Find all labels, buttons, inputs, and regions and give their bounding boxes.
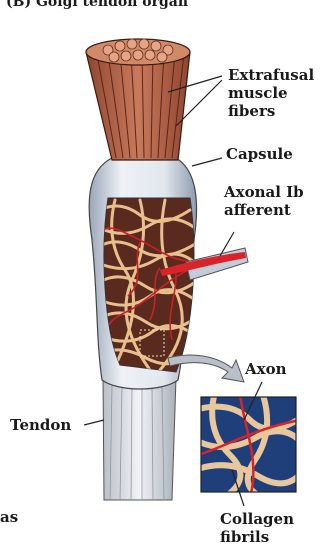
- label-axonal-line2: afferent: [224, 201, 291, 219]
- label-axon: Axon: [245, 360, 287, 378]
- label-tendon: Tendon: [10, 416, 71, 434]
- extrafusal-muscle-fibers-shape: [86, 39, 190, 160]
- label-extrafusal-line3: fibers: [228, 102, 275, 120]
- label-extrafusal-line2: muscle: [228, 84, 288, 102]
- label-axonal-line1: Axonal Ib: [224, 183, 304, 201]
- label-extrafusal-line1: Extrafusal: [228, 66, 314, 84]
- label-collagen-line2: fibrils: [220, 528, 269, 546]
- tendon-shape: [103, 378, 176, 500]
- label-edge-fragment: as: [0, 508, 18, 526]
- capsule-interior: [100, 198, 200, 372]
- label-capsule: Capsule: [226, 145, 293, 163]
- label-collagen-line1: Collagen: [220, 510, 294, 528]
